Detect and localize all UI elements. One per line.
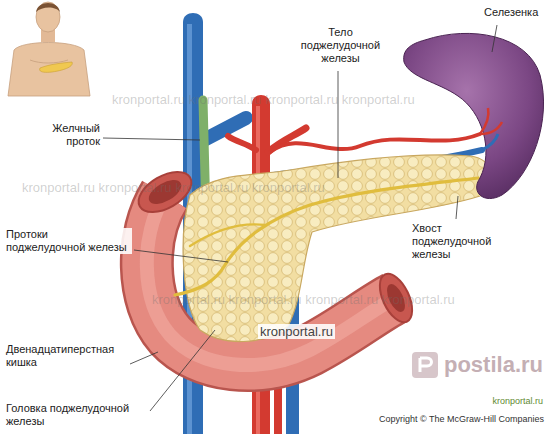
- hilum-vessels: [480, 108, 502, 150]
- watermark-text: kronportal.ru kronportal.ru kronportal.r…: [150, 292, 457, 307]
- copyright-text: Copyright © The McGraw-Hill Companies: [377, 414, 546, 425]
- part-label: Тело поджелудочной железы: [296, 26, 385, 65]
- watermark-text: postila.ru: [442, 352, 545, 378]
- leader-lines: [103, 25, 497, 411]
- watermark-text: kronportal.ru kronportal.ru kronportal.r…: [20, 180, 327, 195]
- watermark-text: kronportal.ru: [258, 324, 335, 339]
- splenic-artery: [270, 134, 480, 152]
- part-label: Головка поджелудочной железы: [4, 402, 148, 428]
- watermark-logo: [412, 352, 438, 378]
- body-icon: [8, 2, 90, 96]
- part-label: Желчный проток: [36, 122, 102, 148]
- part-label: Двенадцатиперстная кишка: [4, 343, 130, 369]
- part-label: Хвост поджелудочной железы: [410, 222, 502, 261]
- spleen: [404, 33, 544, 198]
- watermark-text: kronportal.ru kronportal.ru kronportal.r…: [110, 92, 417, 107]
- part-label: Протоки поджелудочной железы: [4, 228, 132, 254]
- watermark-text: kronportal.ru: [490, 396, 545, 407]
- part-label: Селезенка: [482, 6, 540, 19]
